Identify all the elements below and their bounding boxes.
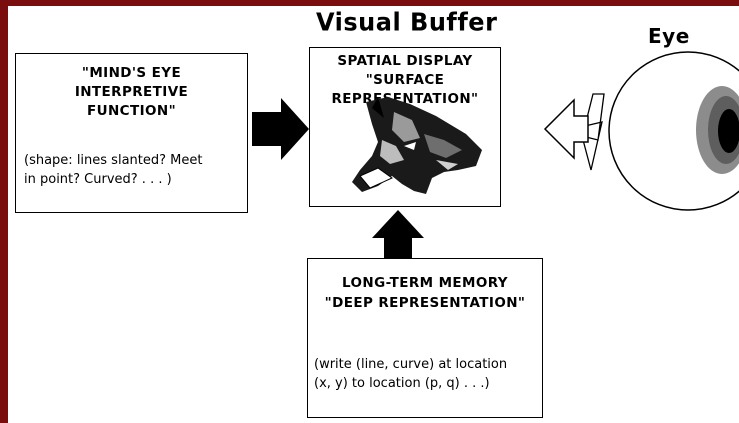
memory-body: (write (line, curve) at location (x, y) …	[314, 355, 507, 393]
wolf-head-illustration	[352, 97, 482, 194]
visual-buffer-heading: Visual Buffer	[316, 7, 498, 37]
long-term-memory-box: LONG-TERM MEMORY "DEEP REPRESENTATION" (…	[307, 258, 543, 418]
arrow-eye-to-buffer	[543, 98, 589, 160]
eyeball-illustration	[608, 51, 739, 211]
minds-eye-body-line: in point? Curved? . . . )	[24, 172, 172, 187]
arrow-mind-to-spatial	[252, 98, 309, 160]
minds-eye-title-line: INTERPRETIVE	[74, 84, 189, 100]
memory-body-line: (write (line, curve) at location	[314, 357, 508, 372]
minds-eye-body-line: (shape: lines slanted? Meet	[24, 153, 203, 168]
eye-heading: Eye	[648, 24, 690, 48]
memory-title-line: LONG-TERM MEMORY	[342, 275, 508, 291]
minds-eye-title-line: "MIND'S EYE	[81, 65, 182, 81]
minds-eye-box: "MIND'S EYE INTERPRETIVE FUNCTION" (shap…	[15, 53, 248, 213]
minds-eye-title: "MIND'S EYE INTERPRETIVE FUNCTION"	[16, 64, 247, 121]
memory-title-line: "DEEP REPRESENTATION"	[324, 295, 526, 311]
spatial-display-title: SPATIAL DISPLAY "SURFACE REPRESENTATION"	[310, 52, 500, 109]
memory-body-line: (x, y) to location (p, q) . . .)	[314, 376, 490, 391]
arrow-memory-to-spatial	[372, 210, 424, 258]
frame-top-border	[0, 0, 739, 6]
minds-eye-title-line: FUNCTION"	[86, 103, 177, 119]
frame-left-border	[0, 0, 8, 423]
minds-eye-body: (shape: lines slanted? Meet in point? Cu…	[24, 151, 202, 189]
spatial-title-line: SPATIAL DISPLAY	[337, 53, 473, 69]
memory-title: LONG-TERM MEMORY "DEEP REPRESENTATION"	[308, 273, 542, 313]
spatial-title-line: "SURFACE	[365, 72, 445, 88]
